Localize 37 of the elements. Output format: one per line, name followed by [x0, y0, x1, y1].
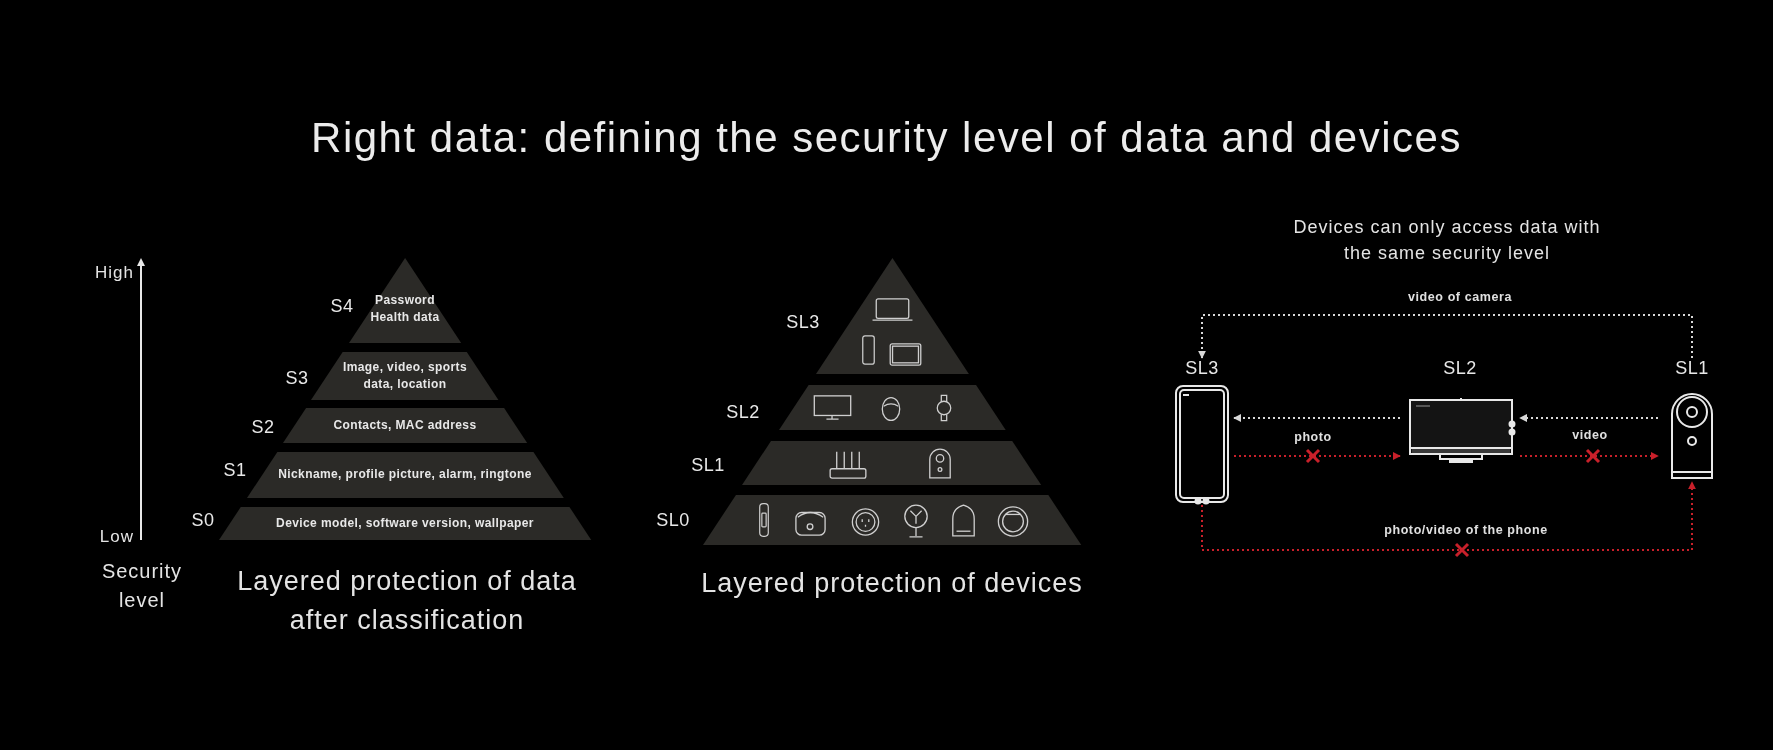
pyramid-tier: [702, 495, 1082, 545]
level-label: SL3: [786, 311, 820, 333]
tier-text: Password Health data: [369, 291, 441, 326]
level-label: S2: [251, 416, 275, 438]
connector-arrow: [1201, 481, 1696, 551]
level-label: S0: [191, 509, 215, 531]
pyramid-tier: [246, 452, 564, 498]
pyramid-tier: [742, 441, 1042, 485]
tier-text: Device model, software version, wallpaper: [275, 514, 535, 532]
pyramid-tier: [778, 385, 1006, 430]
level-label: SL1: [1675, 357, 1709, 379]
axis-label: High: [94, 262, 134, 284]
tier-text: Image, video, sports data, location: [341, 358, 468, 393]
connector-arrow: [1198, 314, 1693, 359]
level-label: SL0: [656, 509, 690, 531]
level-label: SL2: [1443, 357, 1477, 379]
tier-text: Nickname, profile picture, alarm, ringtone: [277, 466, 533, 484]
level-label: S1: [223, 459, 247, 481]
level-label: SL1: [691, 454, 725, 476]
pyramid-tier: [218, 507, 592, 540]
title: Right data: defining the security level of data and devices: [310, 114, 1463, 162]
pyramid-tier: [282, 408, 528, 443]
connector-arrow: [1519, 414, 1659, 422]
axis-title: Security level: [100, 559, 184, 613]
connector-arrow: [1233, 414, 1401, 422]
connector-arrow: [1519, 452, 1659, 460]
level-label: SL3: [1185, 357, 1219, 379]
pyramid-tier: [311, 352, 499, 400]
caption: Layered protection of data after classification: [236, 565, 578, 638]
axis-label: Low: [98, 526, 134, 548]
level-label: S4: [330, 295, 354, 317]
level-label: S3: [285, 367, 309, 389]
caption: Layered protection of devices: [700, 567, 1084, 600]
tier-text: Contacts, MAC address: [332, 416, 478, 434]
connector-arrow: [1233, 452, 1401, 460]
level-label: SL2: [726, 401, 760, 423]
subtitle: Devices can only access data with the same security level: [1292, 216, 1602, 266]
